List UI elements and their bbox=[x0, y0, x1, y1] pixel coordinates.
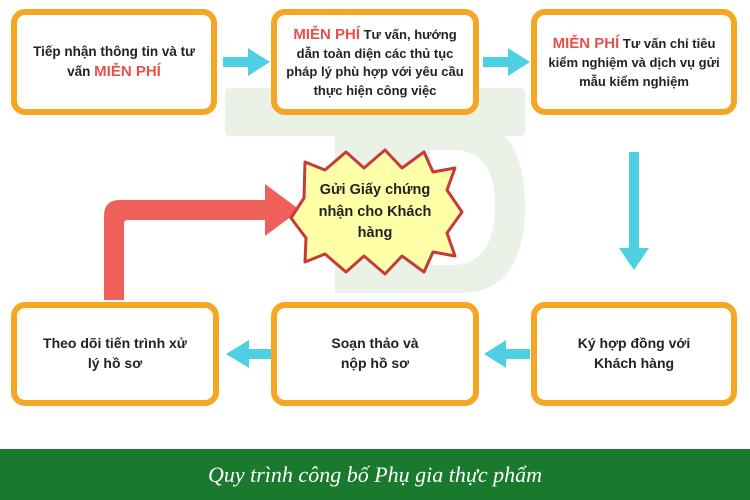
footer-title: Quy trình công bố Phụ gia thực phẩm bbox=[207, 461, 543, 487]
step-2-text: MIỄN PHÍ Tư vấn, hướng dẫn toàn diện các… bbox=[286, 25, 464, 98]
free-highlight: MIỄN PHÍ bbox=[552, 34, 620, 52]
step-1-box: Tiếp nhận thông tin và tư vấn MIỄN PHÍ bbox=[11, 9, 217, 115]
step-5-text: Soạn thảo và nộp hồ sơ bbox=[331, 335, 419, 371]
step-1-text: Tiếp nhận thông tin và tư vấn MIỄN PHÍ bbox=[33, 43, 195, 80]
return-arrow-to-final bbox=[104, 184, 300, 300]
step-4-box: Ký hợp đồng với Khách hàng bbox=[531, 302, 737, 406]
final-step-burst bbox=[289, 148, 464, 276]
arrow-step4-to-step5 bbox=[484, 340, 530, 368]
arrow-step5-to-step6 bbox=[226, 340, 273, 368]
arrow-step1-to-step2 bbox=[223, 48, 270, 76]
step-5-box: Soạn thảo và nộp hồ sơ bbox=[271, 302, 479, 406]
arrow-step2-to-step3 bbox=[483, 48, 530, 76]
footer-banner: Quy trình công bố Phụ gia thực phẩm bbox=[0, 449, 750, 500]
step-3-box: MIỄN PHÍ Tư vấn chỉ tiêu kiểm nghiệm và … bbox=[531, 9, 737, 115]
step-6-text: Theo dõi tiến trình xử lý hồ sơ bbox=[43, 335, 187, 371]
step-3-text: MIỄN PHÍ Tư vấn chỉ tiêu kiểm nghiệm và … bbox=[548, 34, 720, 89]
step-4-text: Ký hợp đồng với Khách hàng bbox=[577, 335, 691, 371]
free-highlight: MIỄN PHÍ bbox=[94, 62, 161, 80]
step-6-box: Theo dõi tiến trình xử lý hồ sơ bbox=[11, 302, 219, 406]
free-highlight: MIỄN PHÍ bbox=[293, 25, 360, 43]
arrow-step3-to-step4 bbox=[619, 152, 649, 270]
step-2-box: MIỄN PHÍ Tư vấn, hướng dẫn toàn diện các… bbox=[271, 9, 479, 115]
final-step-text: Gửi Giấy chứng nhận cho Khách hàng bbox=[318, 181, 432, 242]
flow-arrows bbox=[104, 48, 649, 368]
